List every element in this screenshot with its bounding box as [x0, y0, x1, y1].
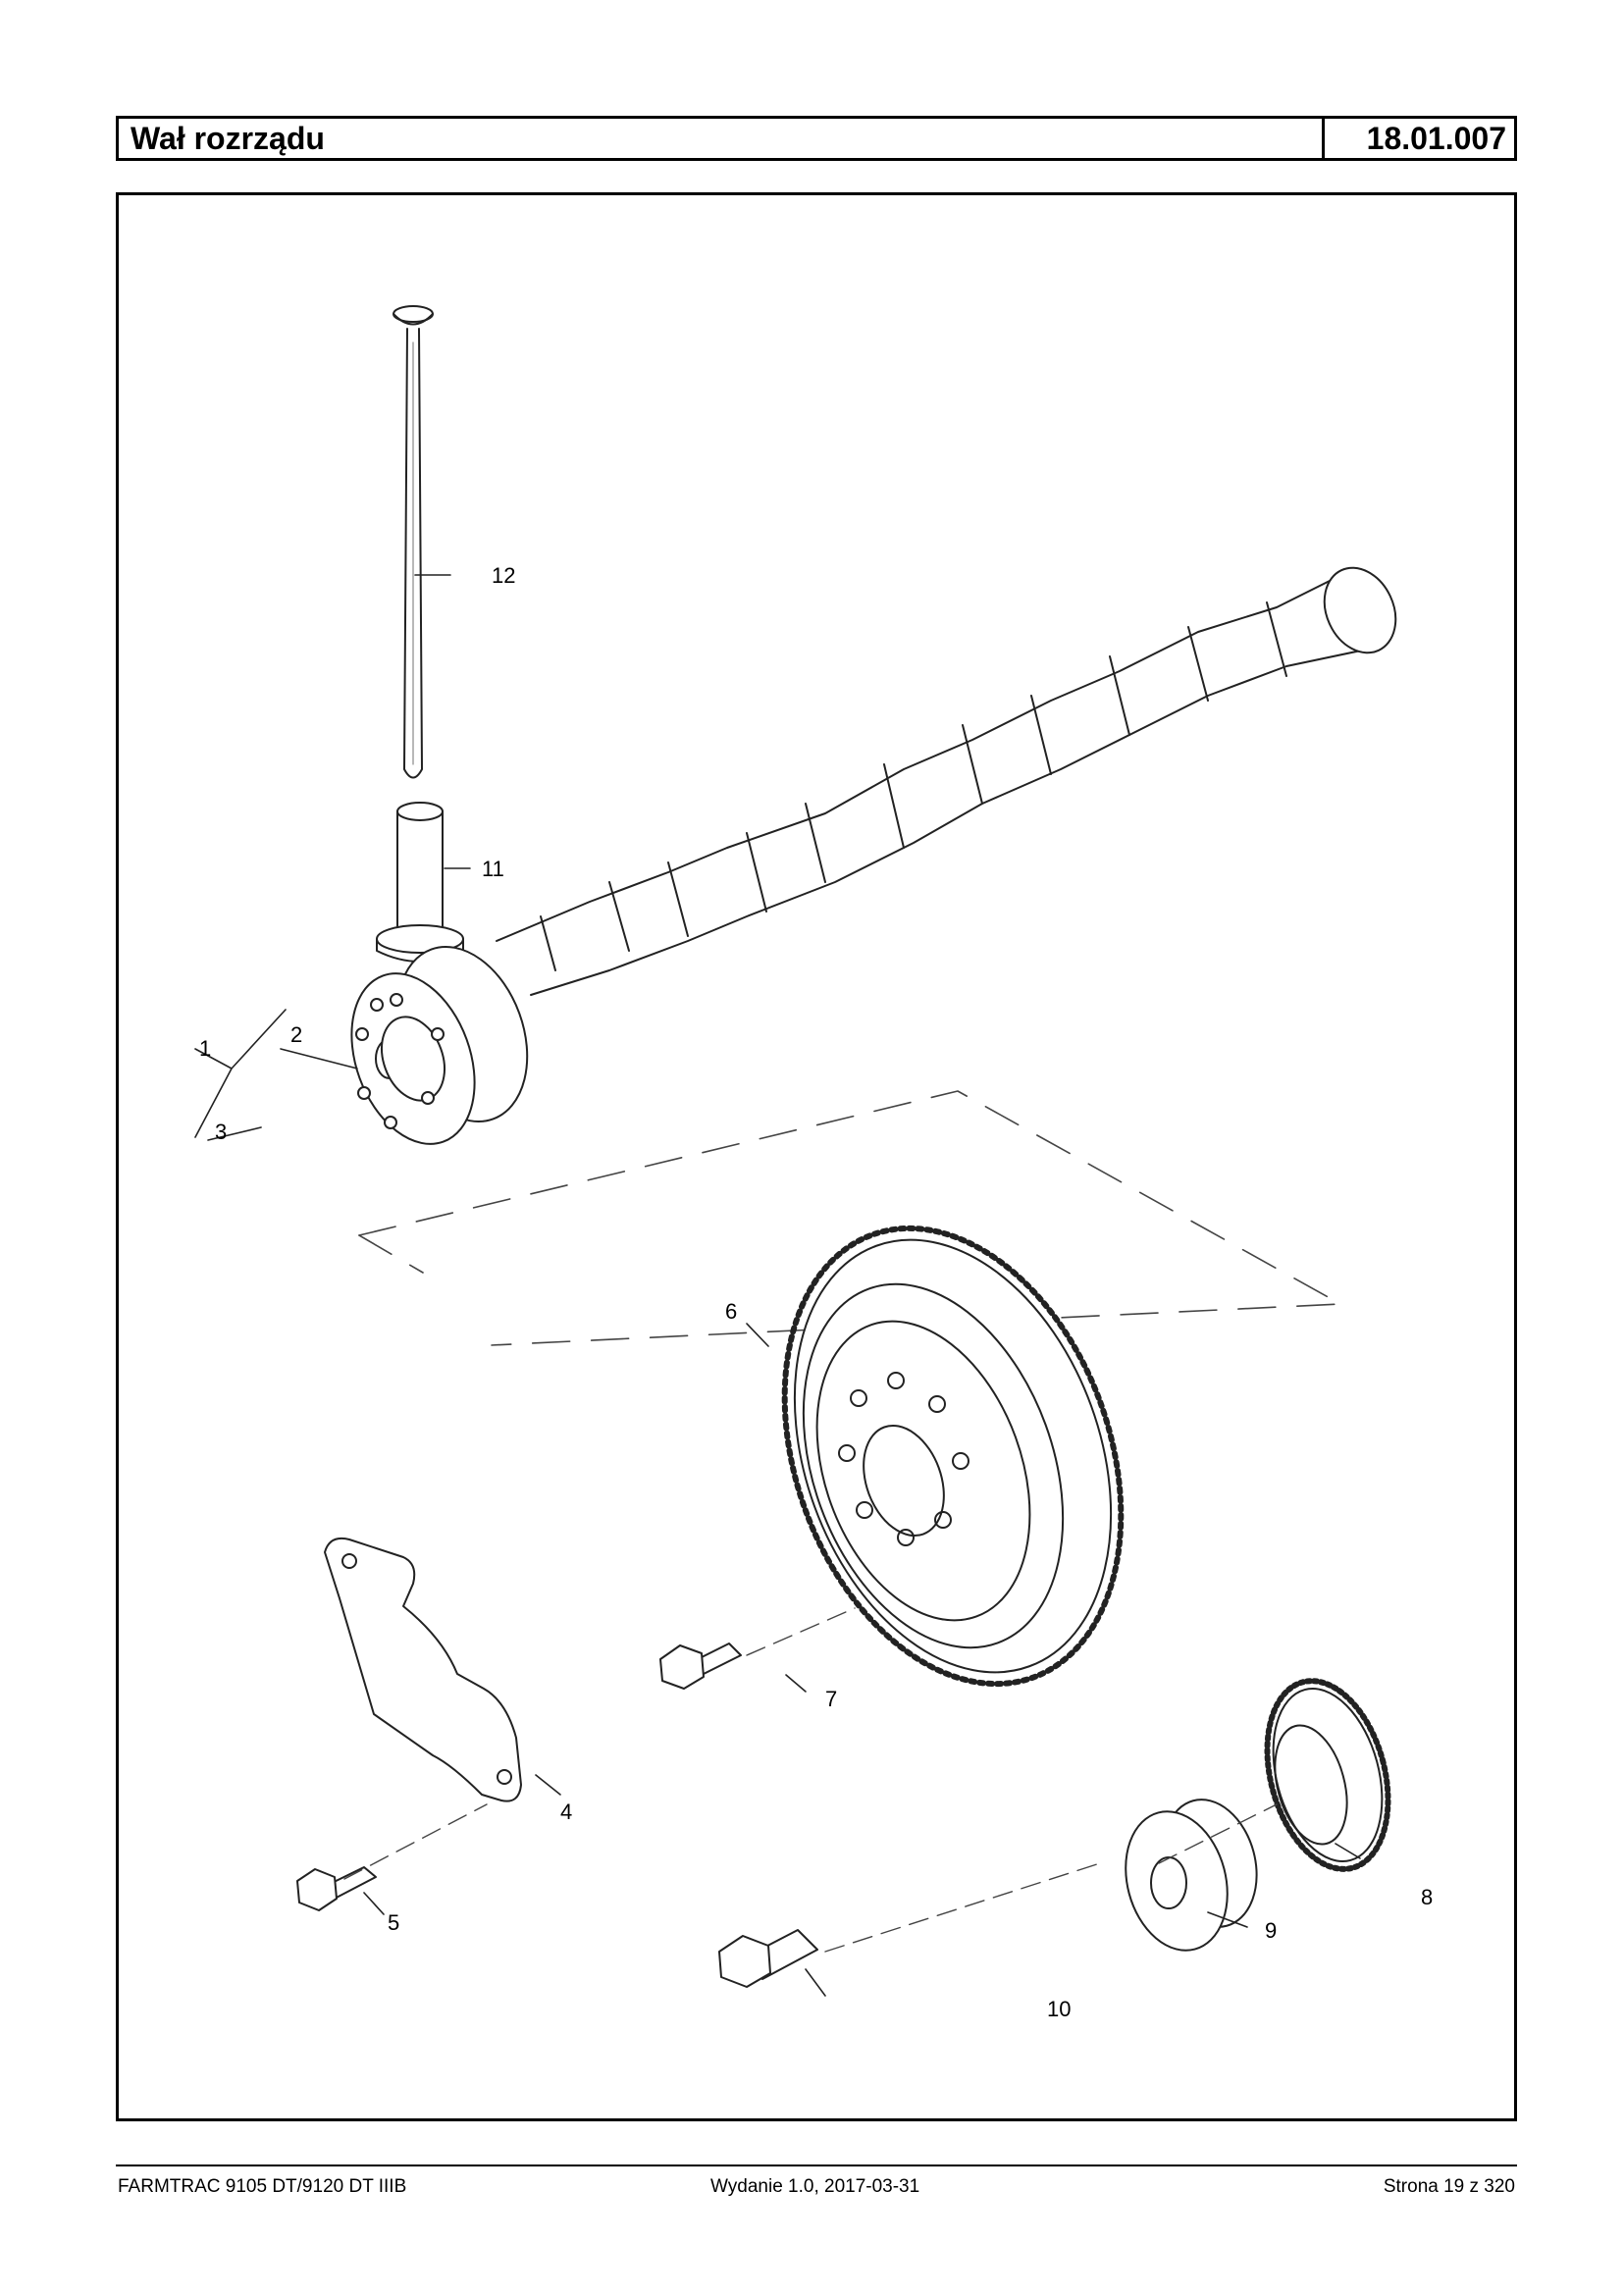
- footer-edition: Wydanie 1.0, 2017-03-31: [710, 2176, 920, 2197]
- section-code: 18.01.007: [1322, 119, 1514, 158]
- callout-9: 9: [1265, 1918, 1277, 1943]
- bolt-5: [296, 1866, 377, 1911]
- exploded-view-frame: 1 2 3 4 5 6 7 8 9 10 11 12: [116, 192, 1517, 2121]
- page-header: Wał rozrządu 18.01.007: [116, 116, 1517, 161]
- callout-3: 3: [215, 1120, 227, 1144]
- page-title: Wał rozrządu: [131, 121, 325, 156]
- idler-gear: [1264, 1678, 1391, 1872]
- callout-2: 2: [290, 1022, 302, 1047]
- camshaft-gear: [781, 1225, 1125, 1688]
- footer-divider: [116, 2165, 1517, 2166]
- callout-8: 8: [1421, 1885, 1433, 1909]
- callouts: 1 2 3 4 5 6 7 8 9 10 11 12: [199, 563, 1433, 2021]
- camshaft: [344, 566, 1397, 1145]
- hub: [1125, 1799, 1258, 1952]
- camshaft-exploded-diagram: 1 2 3 4 5 6 7 8 9 10 11 12: [194, 305, 1433, 2021]
- bolt-7: [659, 1643, 742, 1690]
- callout-12: 12: [492, 563, 515, 588]
- axis-lines: [343, 1607, 1278, 1953]
- tappet: [376, 802, 464, 963]
- callout-6: 6: [725, 1299, 737, 1324]
- bracket: [324, 1537, 522, 1802]
- callout-1: 1: [199, 1036, 211, 1061]
- leader-lines: [194, 574, 1361, 1997]
- footer-page-number: Strona 19 z 320: [1383, 2176, 1515, 2197]
- callout-11: 11: [482, 857, 504, 881]
- callout-7: 7: [825, 1687, 837, 1711]
- callout-5: 5: [388, 1910, 399, 1935]
- footer-model: FARMTRAC 9105 DT/9120 DT IIIB: [118, 2176, 407, 2197]
- bolt-10: [718, 1929, 818, 1988]
- callout-10: 10: [1047, 1997, 1071, 2021]
- callout-4: 4: [560, 1799, 572, 1824]
- push-rod: [393, 305, 434, 779]
